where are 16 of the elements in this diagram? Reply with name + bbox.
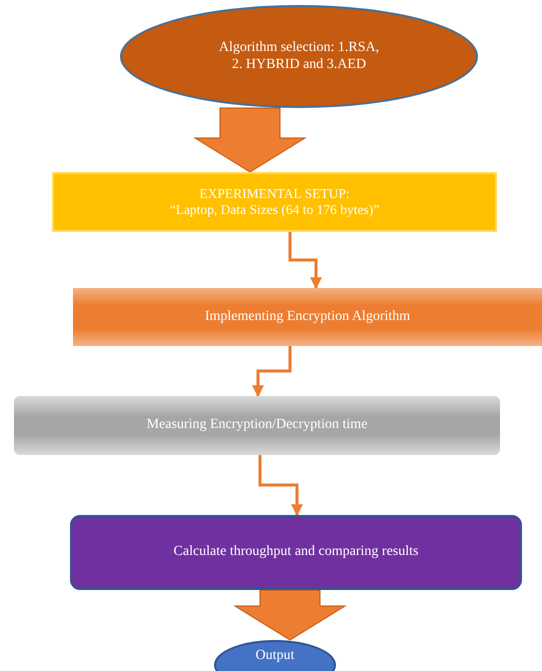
block-arrow [233, 590, 347, 641]
process-box [14, 396, 500, 455]
elbow-arrow [288, 232, 322, 290]
elbow-arrow [258, 455, 303, 516]
node-text: EXPERIMENTAL SETUP: [199, 186, 350, 202]
node-text: “Laptop, Data Sizes (64 to 176 bytes)” [170, 202, 380, 218]
process-box [70, 515, 522, 590]
node-text: Algorithm selection: 1.RSA, 2. HYBRID and 3.AED [218, 40, 380, 73]
node-text: Measuring Encryption/Decryption time [146, 417, 368, 434]
elbow-arrow [252, 346, 292, 398]
process-box [52, 172, 497, 232]
block-arrow [193, 108, 307, 173]
node-text: Output [256, 648, 294, 664]
process-box [73, 288, 542, 346]
node-text: Calculate throughput and comparing results [174, 544, 418, 561]
node-text: Implementing Encryption Algorithm [204, 308, 410, 326]
